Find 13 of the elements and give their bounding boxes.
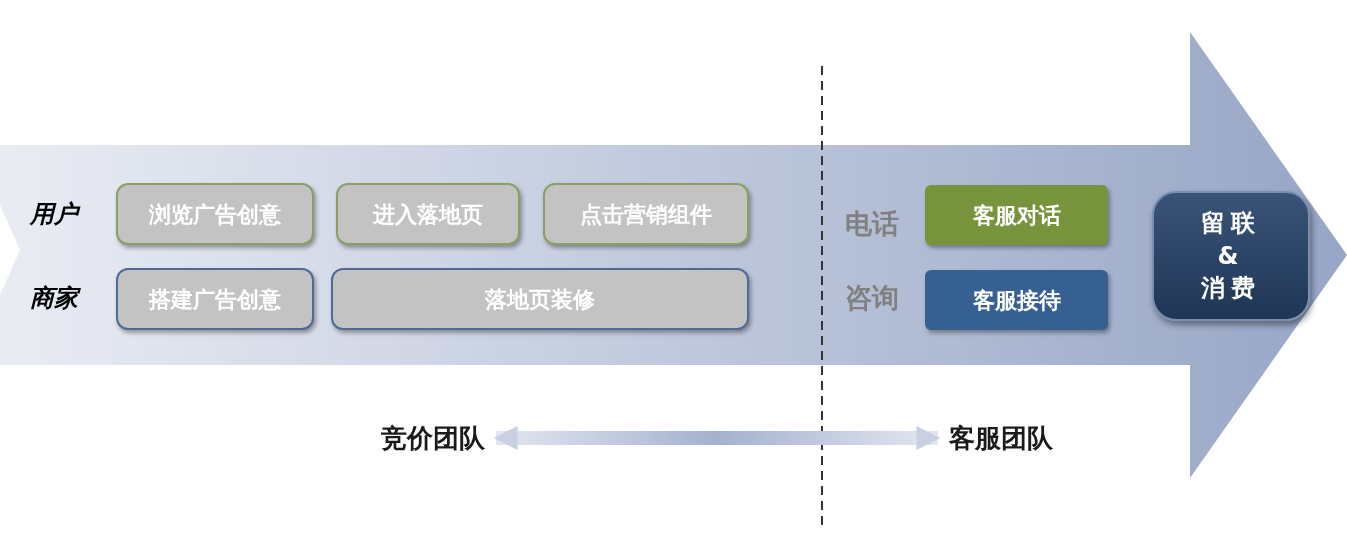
- process-box: 搭建广告创意: [116, 268, 314, 330]
- double-arrow: [493, 426, 941, 450]
- result-box: 留联 & 消费: [1152, 191, 1310, 321]
- process-box: 落地页装修: [331, 268, 749, 330]
- process-box: 点击营销组件: [543, 183, 749, 245]
- team-label: 竞价团队: [370, 420, 496, 456]
- process-box: 浏览广告创意: [116, 183, 314, 245]
- team-label: 客服团队: [938, 420, 1064, 456]
- row-label: 电话: [845, 207, 899, 241]
- process-box: 客服对话: [925, 185, 1108, 245]
- process-box: 进入落地页: [336, 183, 520, 245]
- row-label: 咨询: [845, 281, 899, 315]
- process-box: 客服接待: [925, 270, 1108, 330]
